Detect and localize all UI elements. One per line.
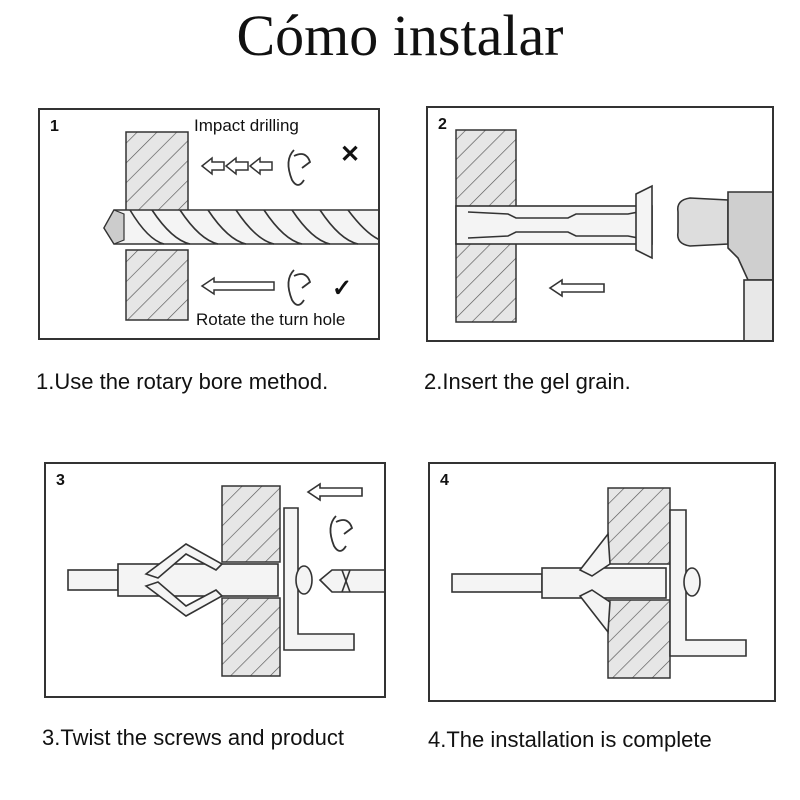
- arrow-left-icon: [200, 276, 275, 296]
- rotate-icon: [287, 269, 312, 306]
- wall: [125, 131, 189, 215]
- hook-icon: [283, 507, 355, 651]
- arrow-left-icon: [306, 482, 363, 502]
- wall: [125, 249, 189, 321]
- arrow-left-icon: [548, 278, 605, 298]
- step-number: 4: [440, 472, 449, 489]
- screwdriver-icon: [318, 569, 384, 593]
- impact-drilling-label: Impact drilling: [194, 116, 299, 135]
- step-3-panel: 3: [44, 462, 386, 698]
- wall: [221, 485, 281, 563]
- anchor-icon: [451, 531, 667, 635]
- step-number: 2: [438, 116, 447, 133]
- rotate-turn-hole-label: Rotate the turn hole: [196, 310, 346, 329]
- hammer-icon: [676, 191, 772, 340]
- step-2-panel: 2: [426, 106, 774, 342]
- step-1-caption: 1.Use the rotary bore method.: [36, 369, 329, 394]
- step-3-caption: 3.Twist the screws and product: [42, 725, 345, 750]
- anchor-icon: [455, 184, 653, 260]
- wall: [607, 487, 671, 565]
- step-1-panel: ✕ ✓ 1 Impact drilling Rotate the turn ho…: [38, 108, 380, 340]
- wrong-mark: ✕: [340, 141, 360, 168]
- step-4-caption: 4.The installation is complete: [428, 727, 712, 752]
- step-number: 3: [56, 472, 65, 489]
- rotate-icon: [329, 515, 354, 552]
- anchor-icon: [67, 543, 279, 617]
- drill-bit-icon: [103, 209, 378, 245]
- rotate-icon: [287, 149, 312, 186]
- right-mark: ✓: [332, 275, 352, 302]
- step-4-panel: 4: [428, 462, 776, 702]
- arrow-left-icon: [200, 156, 273, 176]
- page-title: Cómo instalar: [236, 3, 564, 68]
- step-number: 1: [50, 118, 59, 135]
- wall: [221, 597, 281, 677]
- wall: [607, 599, 671, 679]
- hook-icon: [669, 509, 747, 657]
- step-2-caption: 2.Insert the gel grain.: [424, 369, 631, 394]
